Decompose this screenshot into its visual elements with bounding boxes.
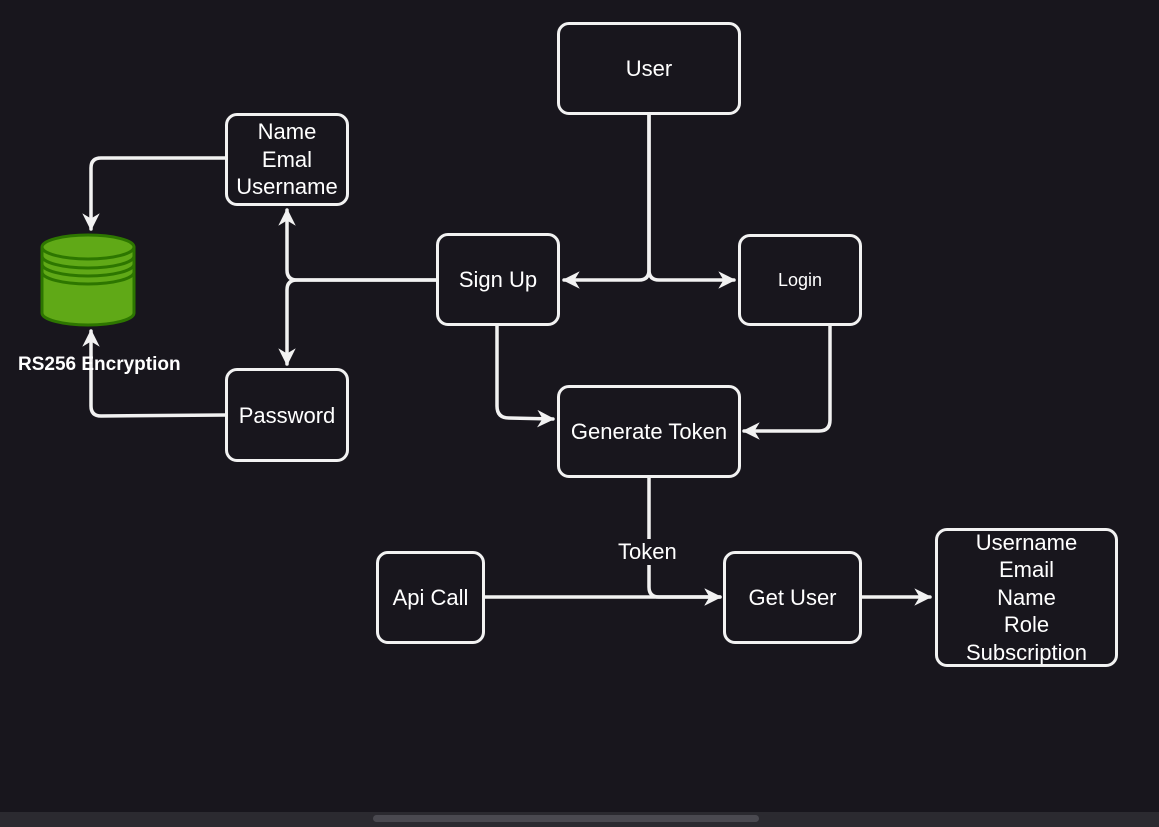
edge-user-signup [562,113,651,289]
profile-fields-node[interactable]: Name Emal Username [225,113,349,206]
login-node[interactable]: Login [738,234,862,326]
edge-token-getuser [647,476,722,606]
profile-field-username: Username [236,174,338,200]
edge-signup-token [495,324,555,428]
edge-login-token [742,324,832,440]
profile-field-name: Name [257,119,317,145]
edge-signup-profile [278,208,439,282]
token-edge-label: Token [616,539,679,565]
database-label: RS256 Encryption [18,354,181,375]
edge-profile-database [82,156,228,231]
user-field-username: Username [975,529,1078,555]
user-fields-node[interactable]: Username Email Name Role Subscription [935,528,1118,667]
get-user-node[interactable]: Get User [723,551,862,644]
api-call-node[interactable]: Api Call [376,551,485,644]
password-node[interactable]: Password [225,368,349,462]
user-field-subscription: Subscription [965,639,1088,665]
login-label: Login [777,269,823,290]
edge-user-login [647,113,736,289]
sign-up-node[interactable]: Sign Up [436,233,560,326]
api-call-label: Api Call [392,585,469,610]
profile-field-email: Emal [261,146,313,172]
edge-signup-password [278,278,439,366]
generate-token-label: Generate Token [570,419,728,444]
user-node[interactable]: User [557,22,741,115]
get-user-label: Get User [748,585,837,610]
database-icon[interactable] [40,233,136,327]
user-field-name: Name [997,584,1056,610]
user-field-role: Role [1003,612,1050,638]
sign-up-label: Sign Up [458,267,538,292]
password-label: Password [238,402,336,428]
scrollbar-thumb[interactable] [373,815,759,822]
edge-password-database [82,329,228,418]
generate-token-node[interactable]: Generate Token [557,385,741,478]
user-label: User [625,56,673,81]
user-field-email: Email [998,557,1054,583]
